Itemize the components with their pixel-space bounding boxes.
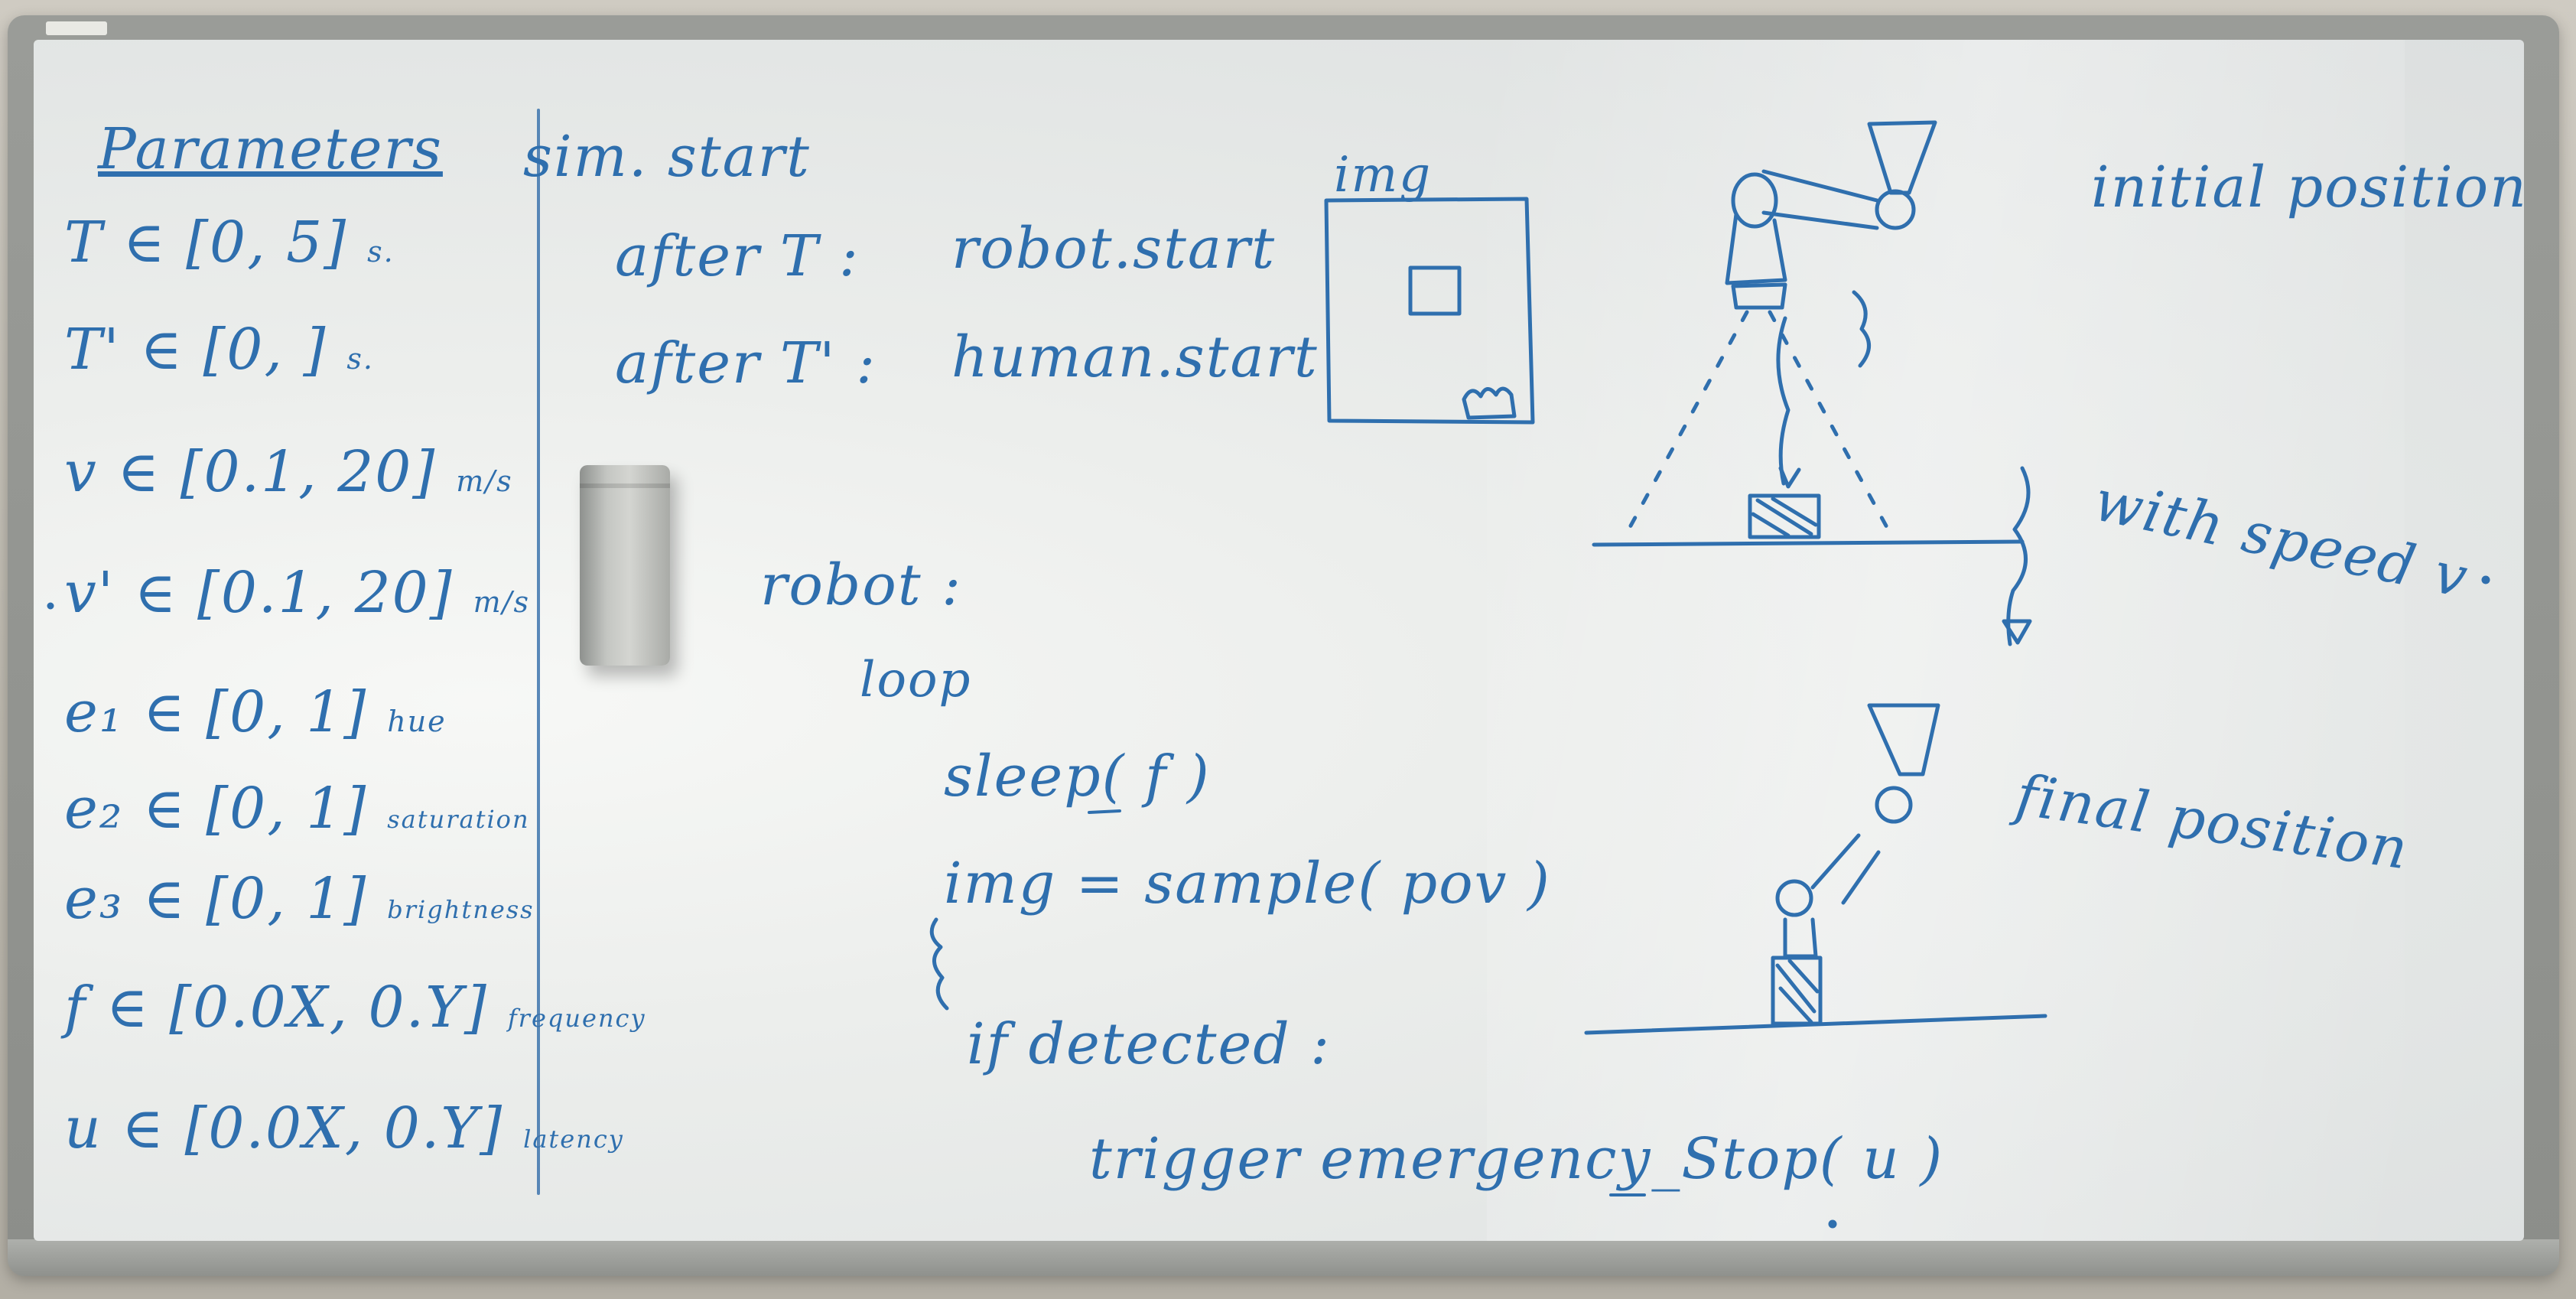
- curly-brace: [929, 917, 949, 1011]
- frame-label-tag: [46, 21, 107, 35]
- sleep-line: sleep( f ): [944, 744, 1211, 809]
- sketch-layer: [47, 120, 2490, 1229]
- column-divider: [537, 109, 540, 1195]
- light-glare: [1487, 40, 2405, 1241]
- param-row: v ∈ [0.1, 20] m/s: [64, 439, 513, 505]
- if-detected-line: if detected :: [967, 1011, 1332, 1077]
- initial-position-label: initial position: [2091, 155, 2524, 220]
- param-unit: frequency: [507, 1004, 646, 1033]
- param-unit: brightness: [387, 895, 535, 924]
- param-expr: v ∈ [0.1, 20]: [64, 439, 437, 505]
- param-expr: v' ∈ [0.1, 20]: [64, 560, 454, 626]
- param-unit: hue: [387, 705, 447, 738]
- marker-dot: [2481, 575, 2490, 584]
- param-unit: s.: [346, 342, 374, 376]
- param-expr: T' ∈ [0, ]: [64, 317, 327, 383]
- param-row: e₂ ∈ [0, 1] saturation: [64, 776, 530, 842]
- underline-f: [1088, 809, 1121, 814]
- param-row: T ∈ [0, 5] s.: [64, 210, 395, 275]
- param-unit: m/s: [456, 464, 513, 498]
- img-label: img: [1334, 147, 1433, 203]
- param-unit: s.: [367, 235, 395, 269]
- param-row: e₃ ∈ [0, 1] brightness: [64, 866, 535, 932]
- param-unit: saturation: [387, 805, 530, 834]
- param-expr: e₂ ∈ [0, 1]: [64, 776, 368, 842]
- trigger-line: trigger emergency_Stop( u ): [1089, 1126, 1944, 1192]
- whiteboard-eraser[interactable]: [580, 465, 670, 666]
- after-t-value: robot.start: [951, 216, 1277, 282]
- after-t-label: after T :: [615, 223, 860, 289]
- param-row: v' ∈ [0.1, 20] m/s: [64, 560, 530, 626]
- after-tp-label: after T' :: [615, 330, 877, 396]
- param-row: f ∈ [0.0X, 0.Y] frequency: [64, 975, 646, 1040]
- param-expr: f ∈ [0.0X, 0.Y]: [64, 975, 488, 1040]
- param-unit: m/s: [473, 585, 530, 619]
- img-sample-line: img = sample( pov ): [944, 851, 1551, 916]
- param-expr: e₃ ∈ [0, 1]: [64, 866, 368, 932]
- param-row: u ∈ [0.0X, 0.Y] latency: [64, 1096, 624, 1161]
- param-expr: u ∈ [0.0X, 0.Y]: [64, 1096, 504, 1161]
- marker-dot: [1828, 1219, 1837, 1229]
- robot-arm-final: [1584, 703, 2047, 1035]
- marker-dot: [47, 602, 54, 610]
- robot-arm-initial: [1592, 120, 2032, 646]
- param-row: e₁ ∈ [0, 1] hue: [64, 679, 447, 745]
- robot-label: robot :: [760, 552, 963, 618]
- sim-start-text: sim. start: [523, 124, 811, 190]
- loop-text: loop: [860, 652, 972, 708]
- after-tp-value: human.start: [951, 324, 1319, 390]
- marker-tray: [8, 1239, 2559, 1276]
- param-expr: e₁ ∈ [0, 1]: [64, 679, 368, 745]
- param-expr: T ∈ [0, 5]: [64, 210, 348, 275]
- parameters-title: Parameters: [98, 116, 443, 182]
- whiteboard: Parameters T ∈ [0, 5] s. T' ∈ [0, ] s. v…: [34, 40, 2524, 1241]
- img-frame-sketch: [1324, 197, 1535, 425]
- param-row: T' ∈ [0, ] s.: [64, 317, 374, 383]
